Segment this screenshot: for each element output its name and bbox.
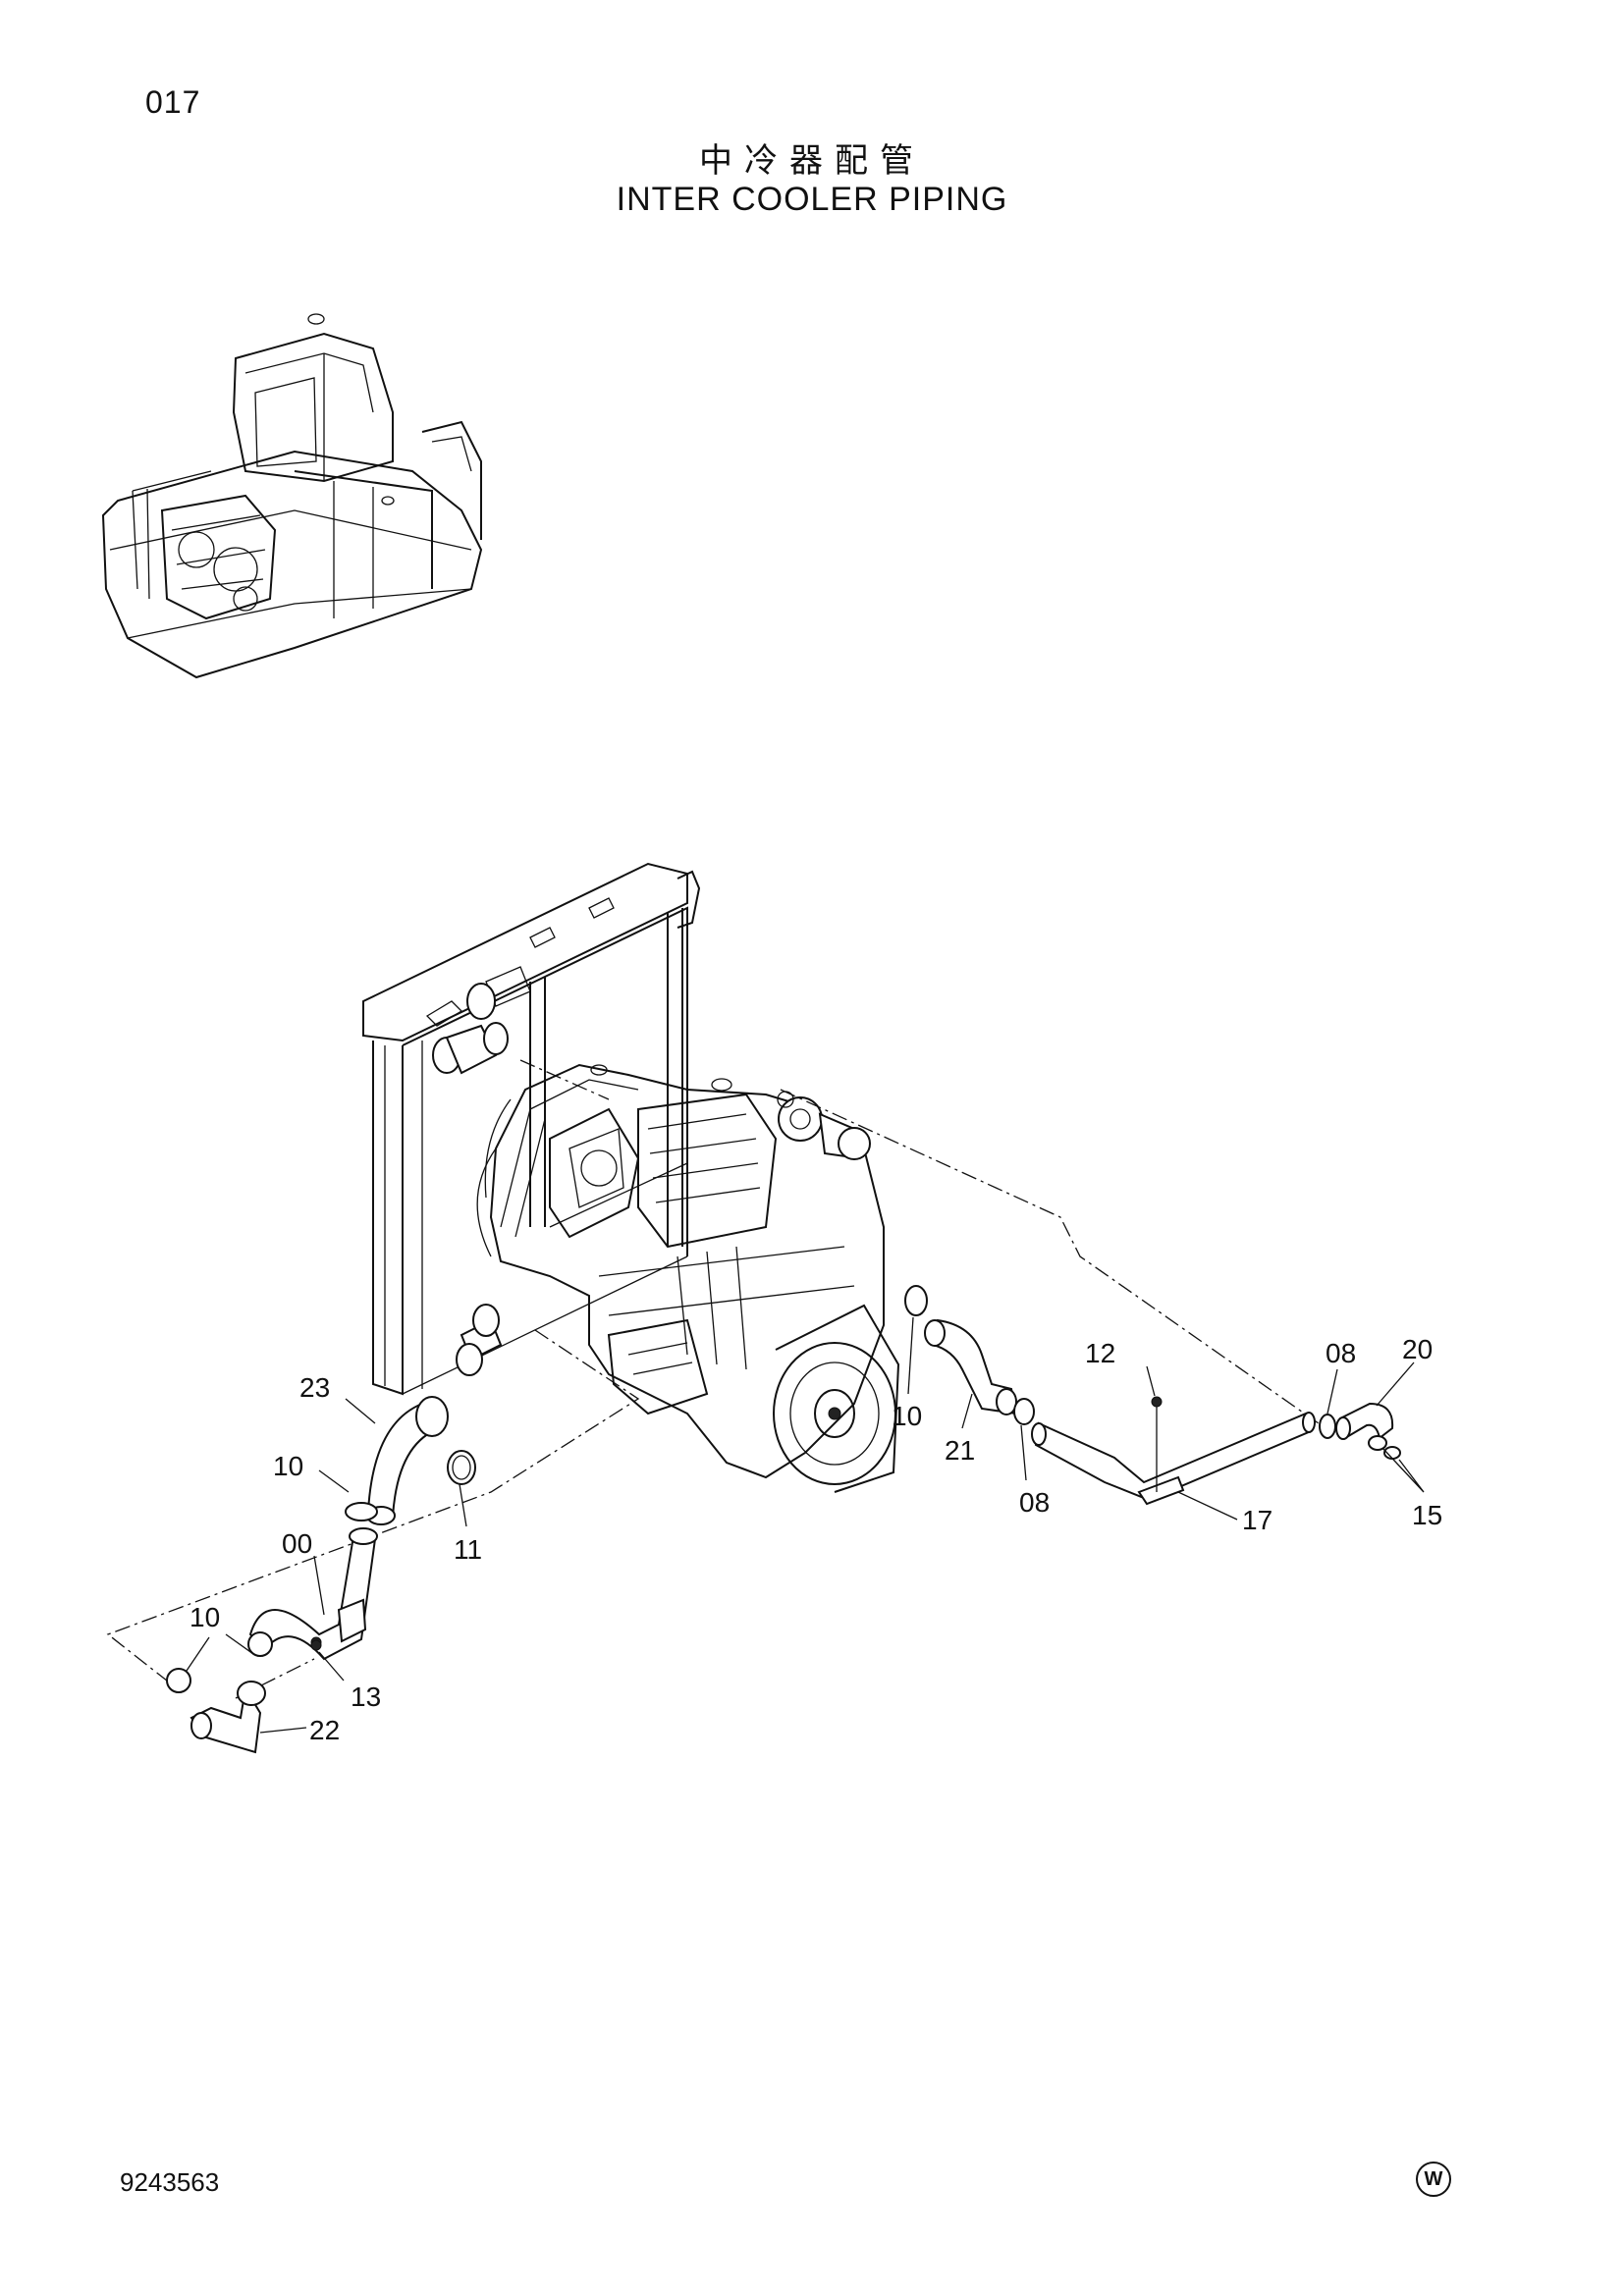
page-title-english: INTER COOLER PIPING <box>616 181 1008 218</box>
drawing-number: 9243563 <box>120 2167 220 2197</box>
callout-labels: 23 10 00 10 13 22 11 10 21 08 12 17 08 2… <box>189 1334 1442 1745</box>
callout-13: 13 <box>351 1682 381 1712</box>
left-hose-group <box>166 1396 476 1754</box>
hose-23 <box>366 1396 449 1525</box>
elbow-hose-20 <box>1335 1402 1394 1440</box>
callout-10-lower: 10 <box>189 1602 220 1632</box>
page-title-chinese: 中冷器配管 <box>699 141 925 181</box>
callout-17: 17 <box>1242 1505 1272 1535</box>
callout-08-right: 08 <box>1326 1338 1356 1368</box>
callout-10-upper: 10 <box>273 1451 303 1481</box>
clamp-10-upper <box>345 1502 378 1522</box>
callout-leaders <box>186 1316 1425 1734</box>
hose-22 <box>189 1681 266 1754</box>
callout-22: 22 <box>309 1715 340 1745</box>
callout-08-left: 08 <box>1019 1487 1050 1518</box>
callout-12: 12 <box>1085 1338 1115 1368</box>
callout-21: 21 <box>945 1435 975 1466</box>
radiator-upper-port <box>432 966 531 1075</box>
thumbnail-engine <box>132 470 277 620</box>
right-hose-group <box>904 1285 1401 1506</box>
page-number: 017 <box>145 84 201 120</box>
callout-11: 11 <box>454 1534 482 1565</box>
intercooler-pipe-00 <box>247 1527 378 1661</box>
callout-00: 00 <box>282 1528 312 1559</box>
clamp-11 <box>447 1450 476 1485</box>
flywheel <box>773 1304 900 1493</box>
radiator-intercooler-assembly <box>362 862 701 1396</box>
turbocharger <box>778 1096 871 1160</box>
assembly-leader-lines <box>106 1059 1326 1699</box>
excavator-overview-thumbnail <box>101 313 483 679</box>
clamp-08-left <box>1013 1398 1035 1425</box>
callout-10-right: 10 <box>892 1401 922 1431</box>
bolt-12 <box>1151 1396 1163 1492</box>
callout-20: 20 <box>1402 1334 1433 1364</box>
engine-assembly <box>476 1063 900 1493</box>
clamp-10-lower <box>166 1668 191 1693</box>
radiator-lower-port <box>456 1304 503 1376</box>
bolt-13 <box>310 1639 322 1651</box>
callout-23: 23 <box>299 1372 330 1403</box>
callout-15: 15 <box>1412 1500 1442 1530</box>
pipe-17 <box>1031 1412 1316 1506</box>
clamps-15 <box>1368 1435 1401 1460</box>
clamp-08-right <box>1319 1414 1336 1439</box>
clamp-10-right <box>904 1285 928 1316</box>
revision-mark: W <box>1416 2162 1451 2197</box>
